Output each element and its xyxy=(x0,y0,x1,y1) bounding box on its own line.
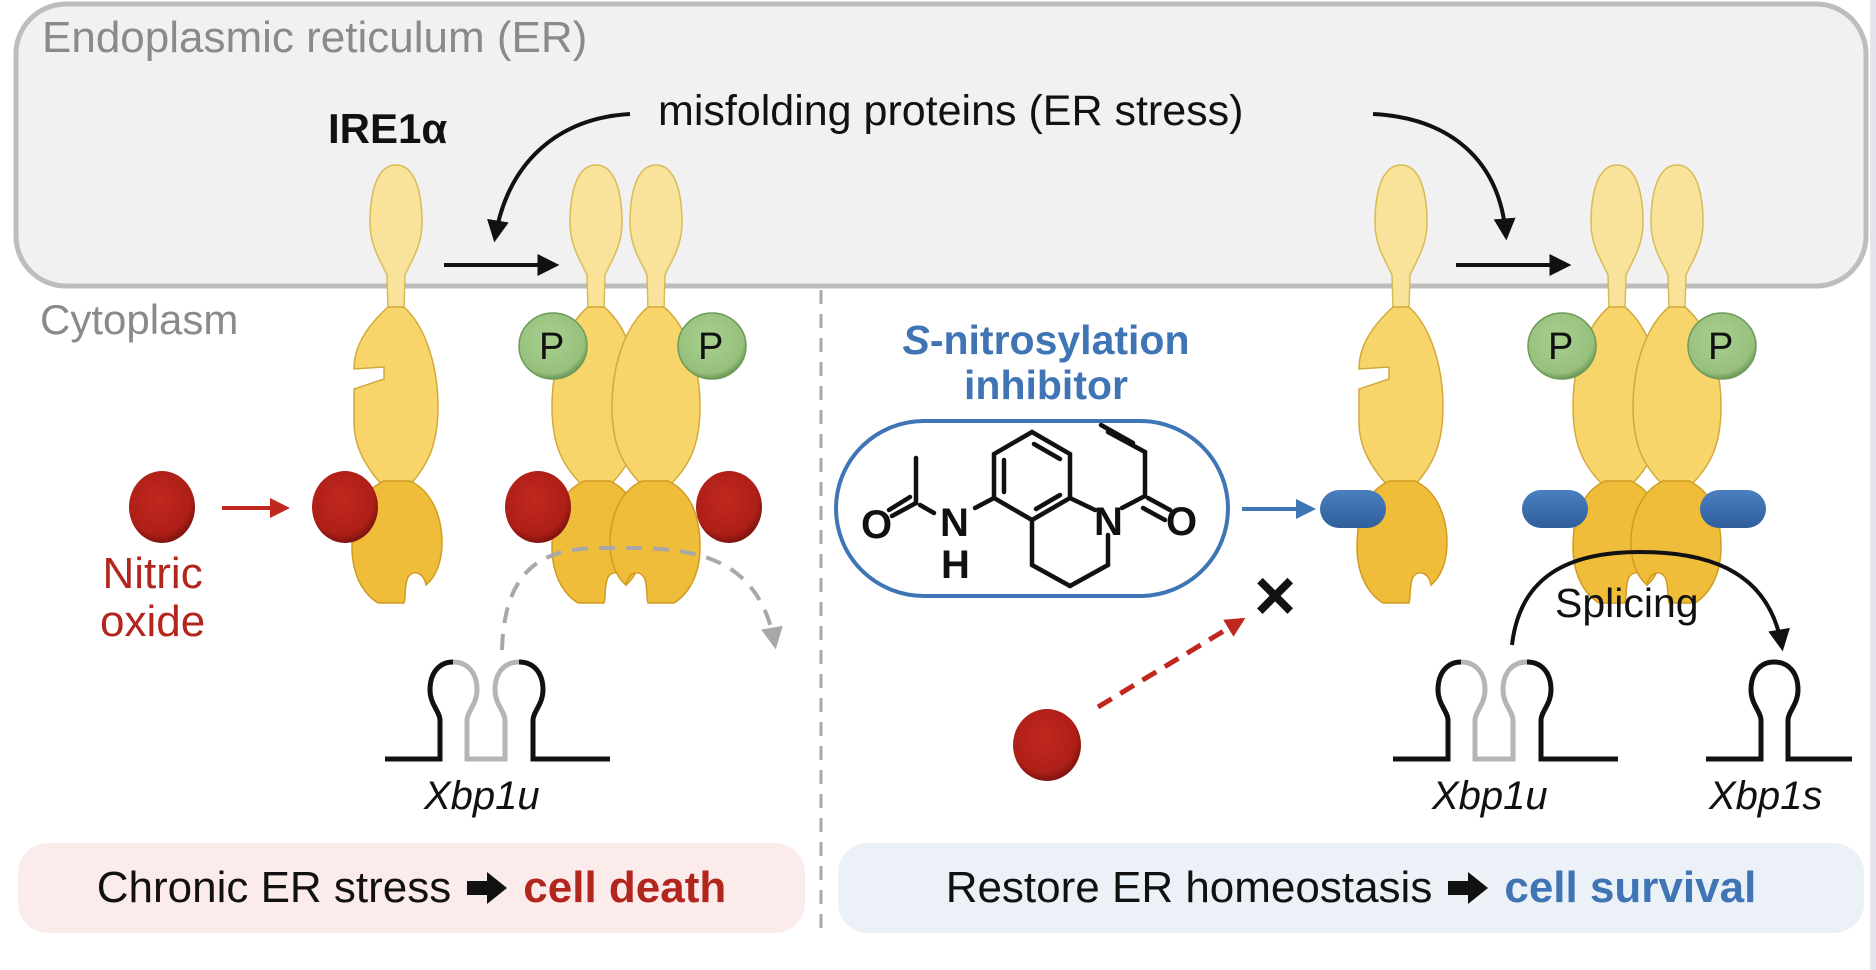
outcome-cell-death: Chronic ER stress cell death xyxy=(18,843,805,933)
phospho-group-right-1 xyxy=(1527,312,1597,380)
nitric-oxide-label-line1: Nitric xyxy=(102,549,203,598)
nitric-oxide-bound-dimer-2 xyxy=(696,471,762,543)
phospho-group-left-1 xyxy=(518,312,588,380)
phospho-label-left-1: P xyxy=(539,326,565,368)
right-arrow-icon xyxy=(467,872,508,904)
xbp1u-mrna-left xyxy=(385,659,610,762)
stress-arrow-right xyxy=(1372,112,1516,241)
xbp1u-label-left: Xbp1u xyxy=(424,774,540,818)
nitric-oxide-label-line2: oxide xyxy=(100,596,206,646)
xbp1u-label-right: Xbp1u xyxy=(1432,774,1548,818)
phospho-group-right-2 xyxy=(1687,312,1757,380)
atom-o-left: O xyxy=(861,503,892,547)
phospho-label-right-2: P xyxy=(1708,326,1734,368)
splicing-arrow xyxy=(1510,549,1790,652)
nitric-oxide-bound-monomer xyxy=(312,471,378,543)
atom-o-right: O xyxy=(1166,500,1197,544)
nitric-oxide-bound-dimer-1 xyxy=(505,471,571,543)
stress-arrow-left xyxy=(487,112,631,243)
atom-n-ring: N xyxy=(1094,500,1123,544)
outcome-left-prefix: Chronic ER stress xyxy=(96,863,452,912)
atom-h-amide: H xyxy=(941,543,970,587)
inhibitor-structure-box xyxy=(834,419,1230,598)
er-stress-label: misfolding proteins (ER stress) xyxy=(658,87,1244,135)
right-arrow-icon xyxy=(1448,872,1489,904)
er-compartment-label: Endoplasmic reticulum (ER) xyxy=(42,13,588,62)
blocked-x-icon: × xyxy=(1254,556,1297,636)
blocked-splicing-arrow xyxy=(500,545,783,651)
right-edge-strip xyxy=(1870,0,1876,970)
blocked-no-arrow xyxy=(1096,617,1246,710)
phospho-label-right-1: P xyxy=(1548,326,1574,368)
atom-n-amide: N xyxy=(940,501,969,545)
inhibitor-title-rest: -nitrosylation xyxy=(929,317,1190,363)
splicing-label: Splicing xyxy=(1555,580,1699,626)
xbp1u-mrna-right xyxy=(1393,659,1618,762)
xbp1s-mrna xyxy=(1706,659,1852,762)
outcome-right-prefix: Restore ER homeostasis xyxy=(945,863,1433,912)
inhibitor-title-line2: inhibitor xyxy=(964,362,1128,409)
inhibitor-adduct-monomer xyxy=(1320,490,1386,528)
nitric-oxide-blocked xyxy=(1013,709,1081,781)
outcome-right-result: cell survival xyxy=(1504,863,1757,912)
ire1-label: IRE1α xyxy=(328,105,448,152)
xbp1s-label: Xbp1s xyxy=(1709,774,1823,818)
inhibitor-structure xyxy=(886,422,1173,589)
outcome-cell-survival: Restore ER homeostasis cell survival xyxy=(838,843,1864,933)
nitric-oxide-free xyxy=(129,471,195,543)
outcome-left-result: cell death xyxy=(523,863,727,912)
cytoplasm-label: Cytoplasm xyxy=(40,296,239,343)
inhibitor-title-prefix: S xyxy=(902,317,930,363)
phospho-group-left-2 xyxy=(677,312,747,380)
nitric-oxide-label: Nitric oxide xyxy=(100,550,205,645)
inhibitor-adduct-dimer-1 xyxy=(1522,490,1588,528)
inhibitor-adduct-dimer-2 xyxy=(1700,490,1766,528)
phospho-label-left-2: P xyxy=(698,326,724,368)
inhibitor-title: S-nitrosylation inhibitor xyxy=(846,317,1246,409)
